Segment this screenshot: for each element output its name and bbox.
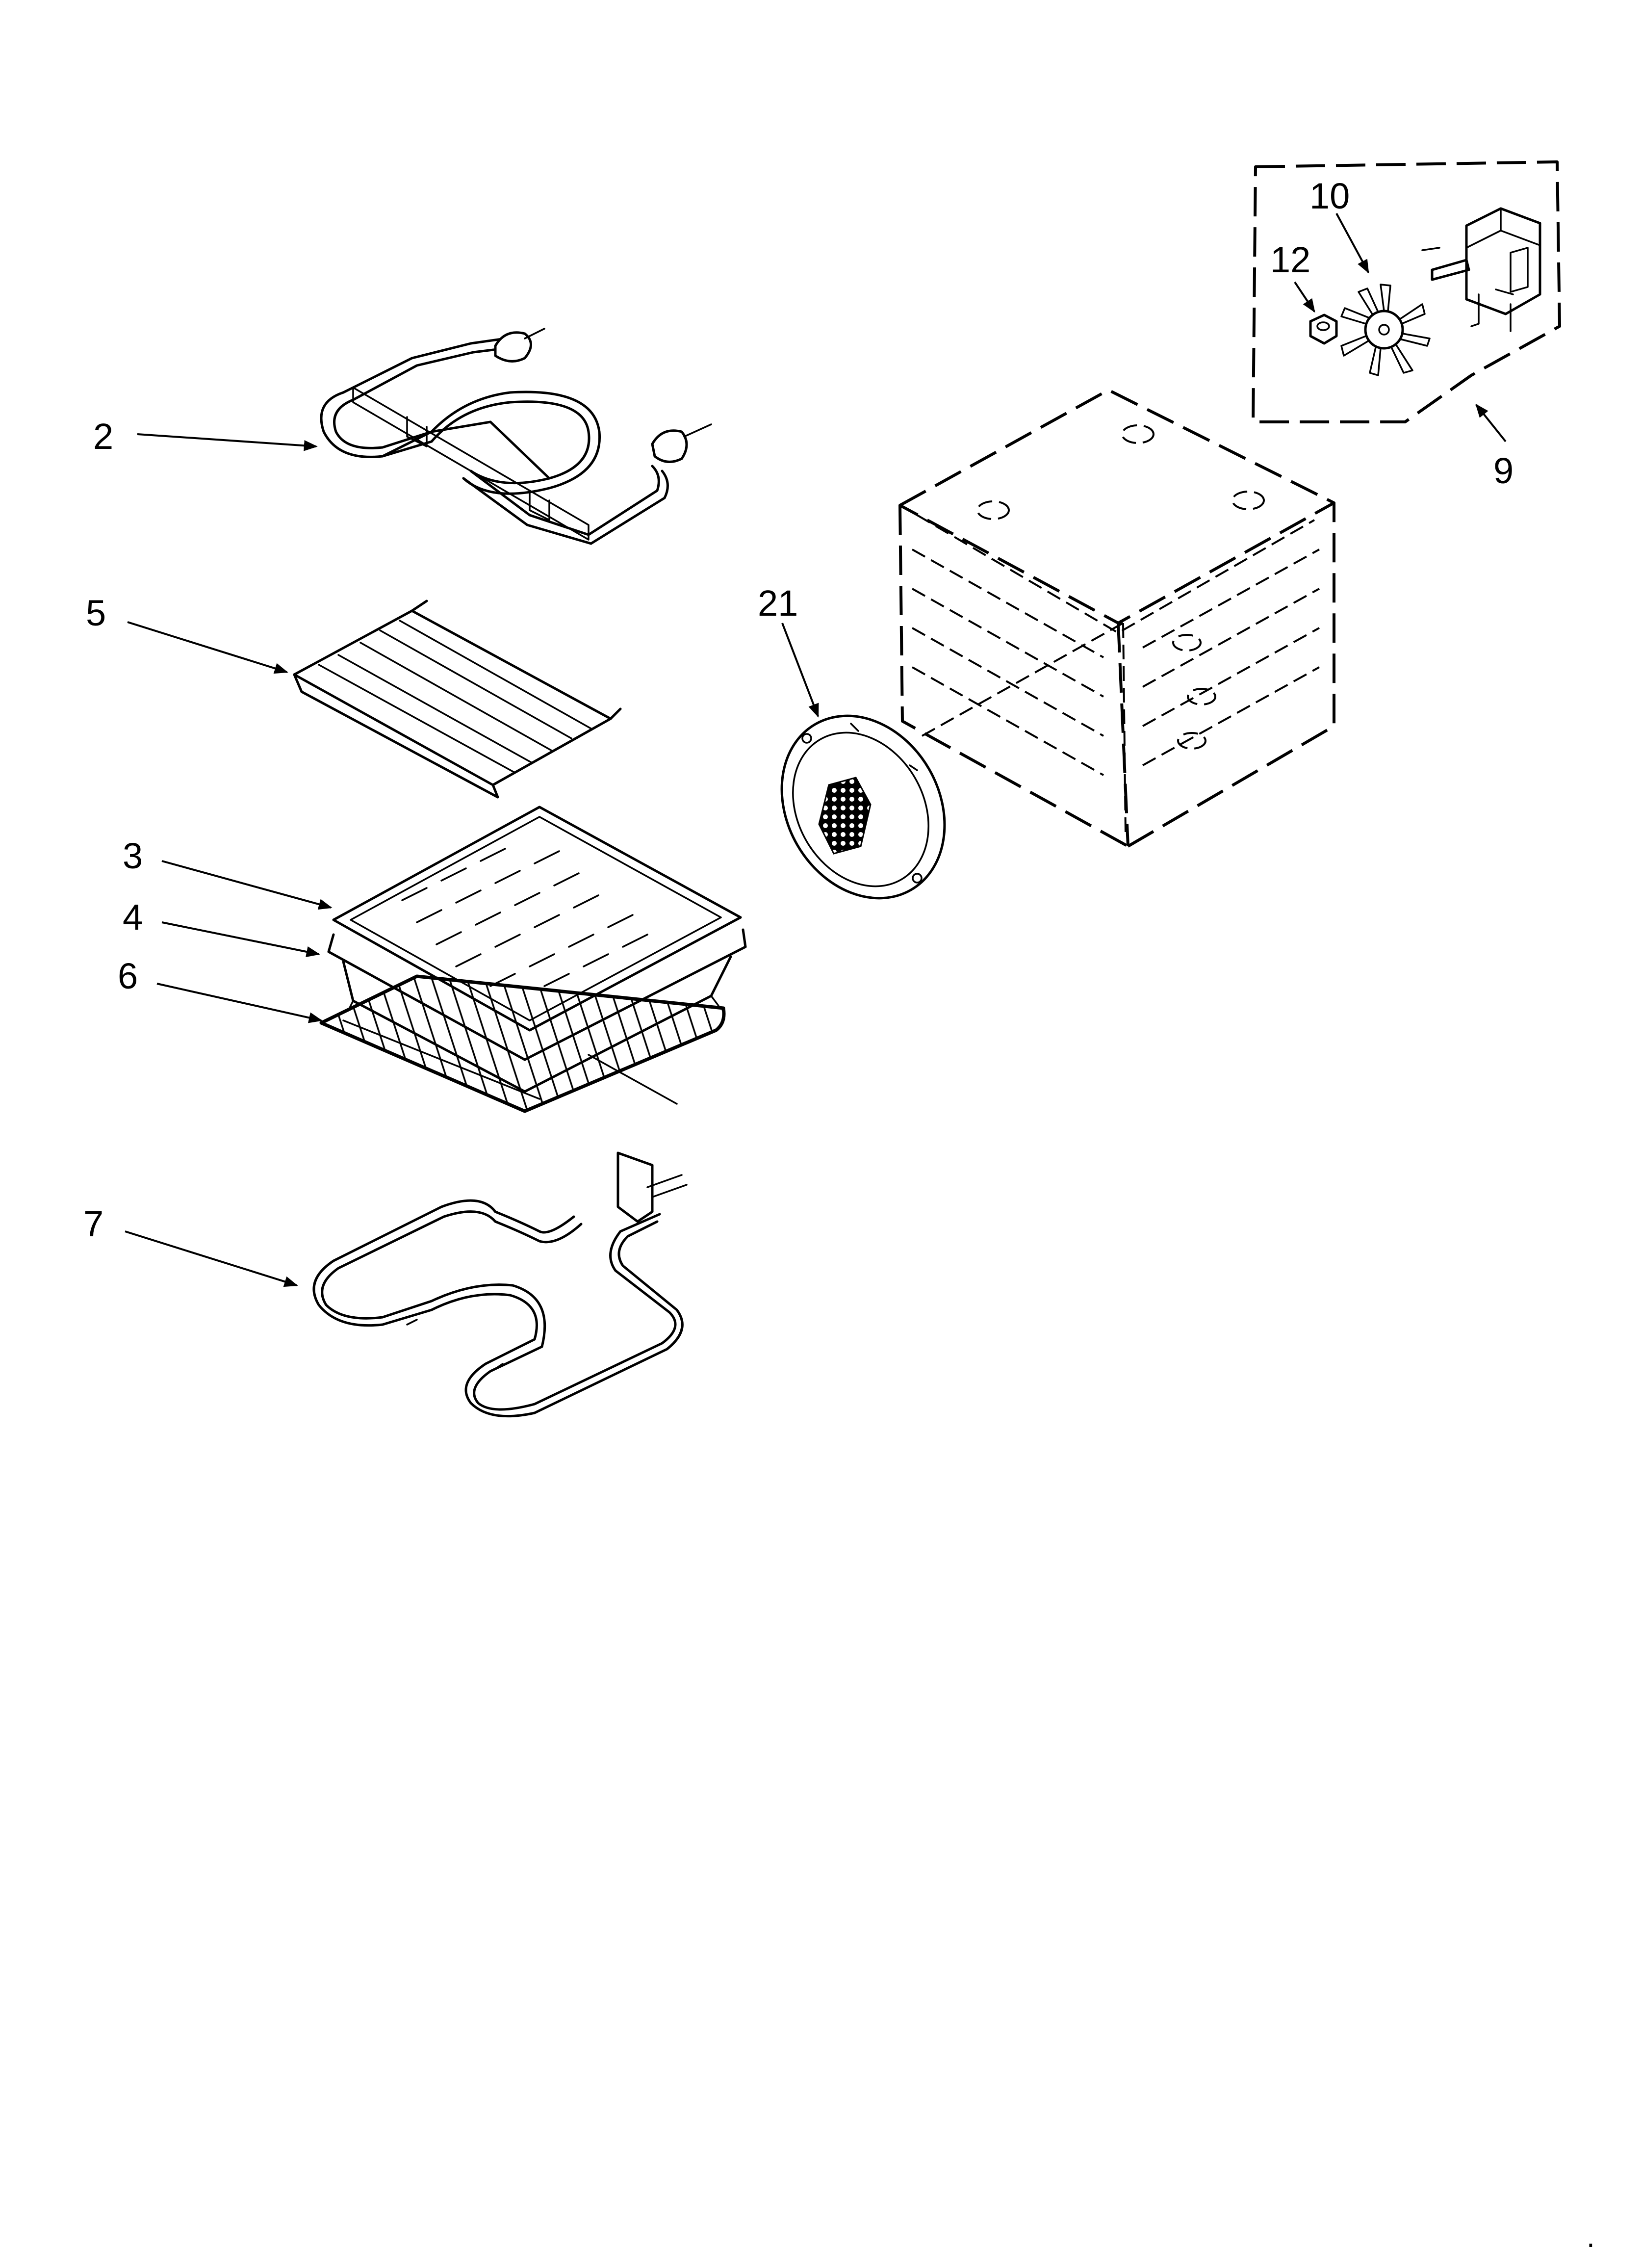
broiler-grid-shield xyxy=(293,600,622,799)
callout-12: 12 xyxy=(1270,239,1310,280)
callout-21: 21 xyxy=(758,583,798,624)
callout-4: 4 xyxy=(123,897,143,938)
fan-motor-assembly xyxy=(1252,160,1561,423)
callout-9: 9 xyxy=(1493,450,1514,491)
callout-10: 10 xyxy=(1309,176,1350,216)
bake-element xyxy=(312,1151,688,1418)
callout-3: 3 xyxy=(123,835,143,876)
fan-nut xyxy=(1309,313,1338,345)
convection-fan-cover xyxy=(780,714,946,900)
callout-7: 7 xyxy=(83,1203,103,1244)
fan-blade xyxy=(1340,284,1431,376)
callout-labels: 2 5 3 4 6 7 21 9 10 12 . xyxy=(83,176,1595,2253)
callout-5: 5 xyxy=(86,593,106,633)
broiler-pan-grid xyxy=(332,806,742,1032)
oven-cavity-outline xyxy=(898,389,1335,848)
leader-lines xyxy=(125,213,1507,1287)
callout-2: 2 xyxy=(93,416,113,457)
oven-rack xyxy=(319,974,726,1113)
broil-element xyxy=(320,328,712,545)
corner-mark: . xyxy=(1587,2220,1595,2253)
callout-6: 6 xyxy=(118,956,138,996)
